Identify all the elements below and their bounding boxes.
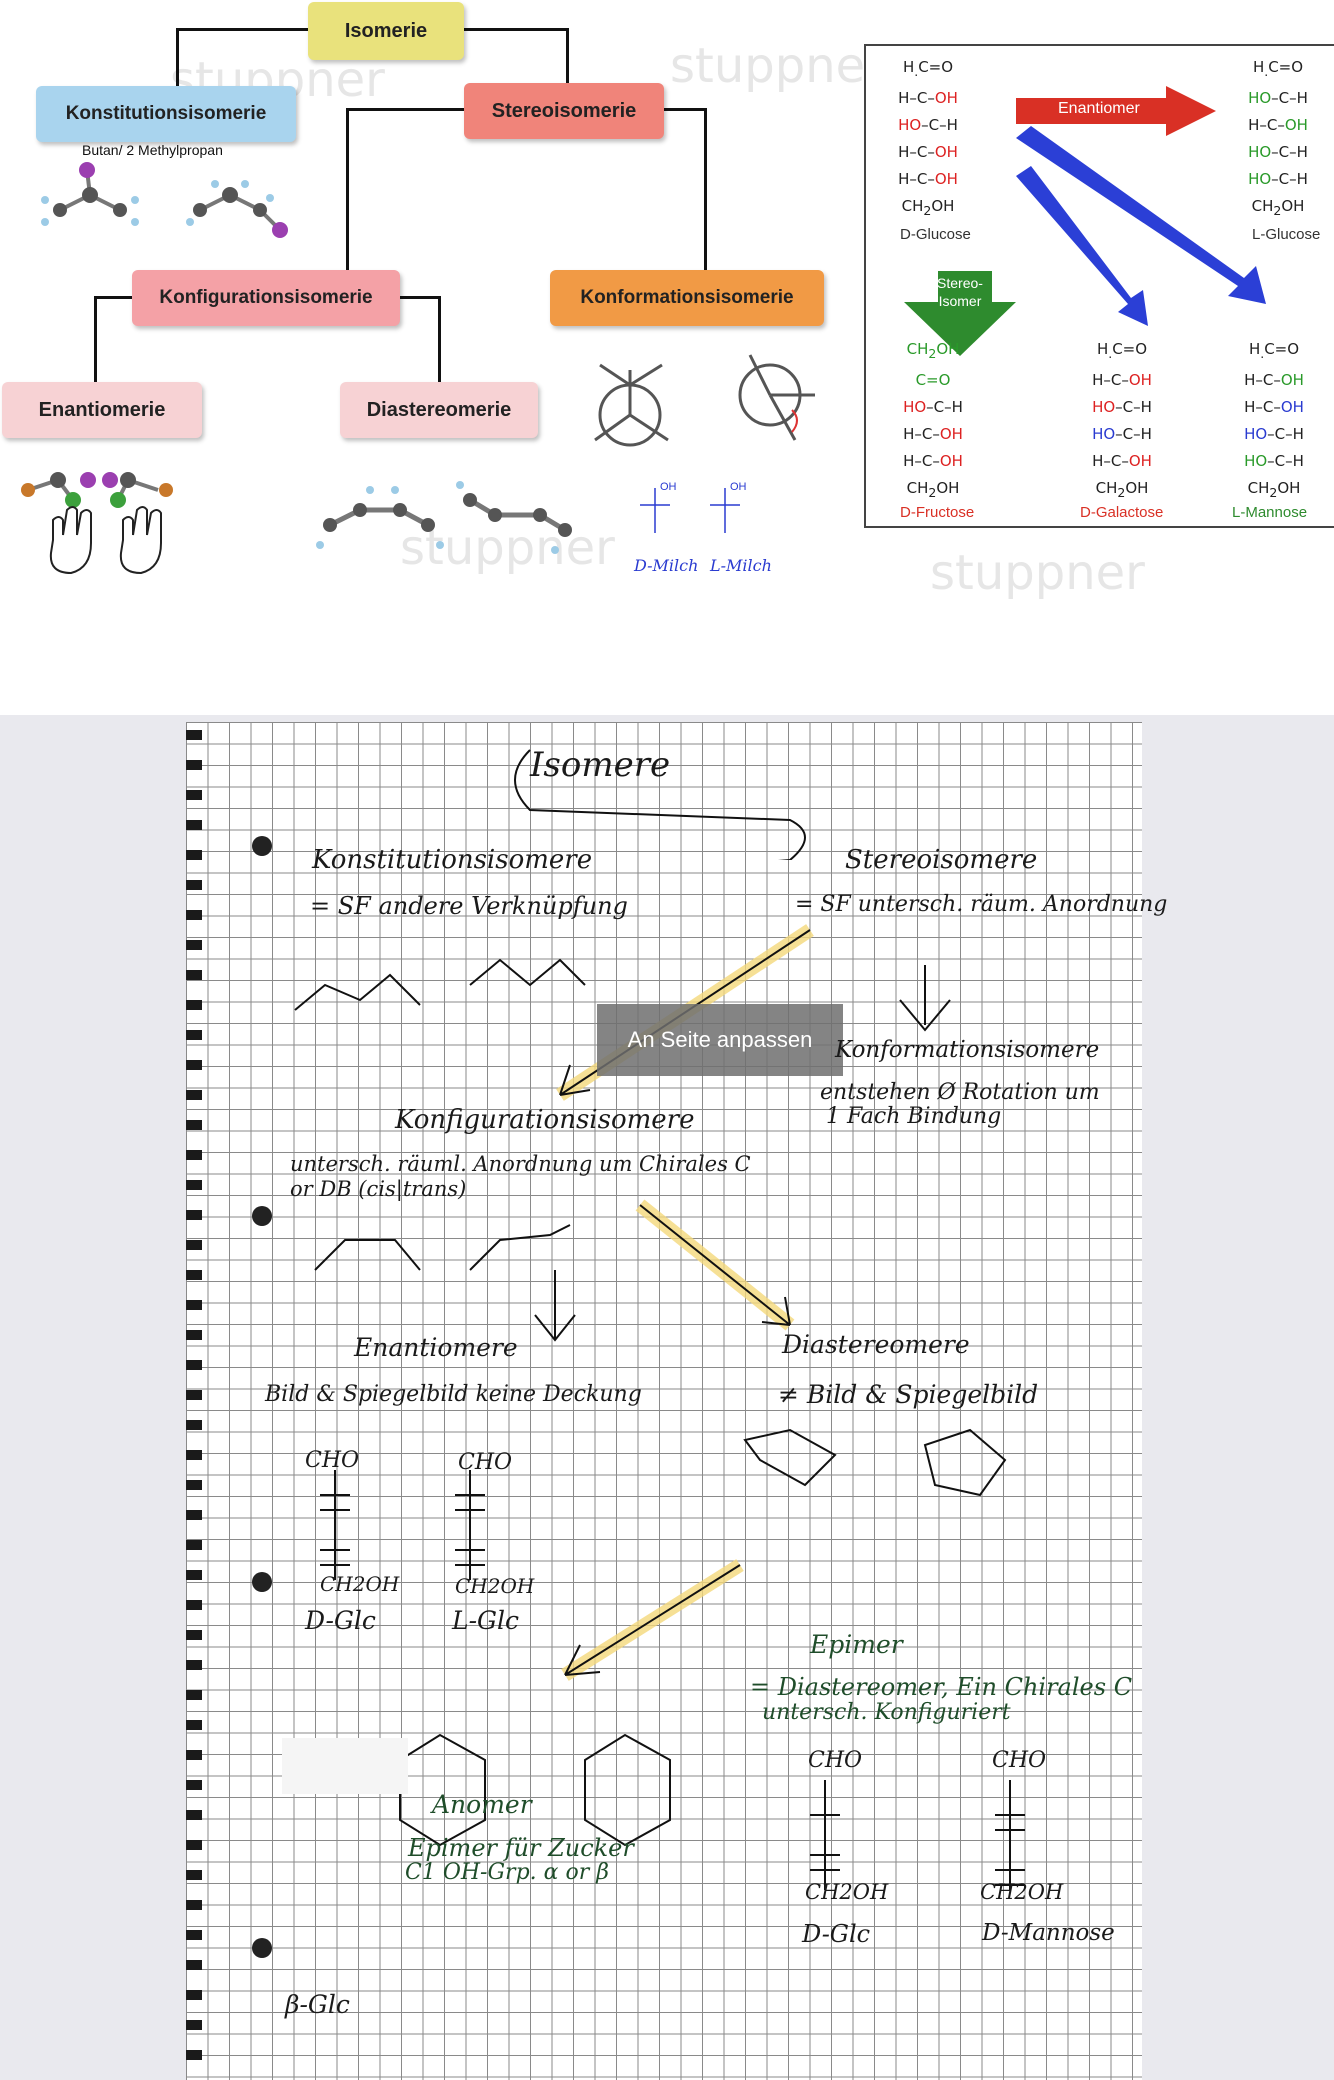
watermark: stuppner — [930, 545, 1145, 600]
enantiomere-title: Enantiomere — [354, 1333, 518, 1362]
enantiomer-molecules — [21, 472, 173, 575]
beta-glc-label: β-Glc — [285, 1990, 350, 2019]
d-fructose-label: D-Fructose — [900, 504, 975, 521]
punch-hole — [252, 1206, 272, 1226]
left-hand-icon — [49, 506, 92, 575]
arrows — [904, 86, 1266, 356]
node-stereoisomerie: Stereoisomerie — [464, 83, 664, 139]
newman-projections — [594, 354, 815, 447]
enantio-cho-1: CHO — [305, 1448, 360, 1473]
diastereomere-def: ≠ Bild & Spiegelbild — [778, 1380, 1039, 1409]
epimer-d-glc-label: D-Glc — [802, 1920, 871, 1948]
punch-hole — [252, 1572, 272, 1592]
konstitution-def: = SF andere Verknüpfung — [310, 892, 628, 920]
punch-hole — [252, 1938, 272, 1958]
notes-title: Isomere — [530, 745, 671, 785]
watermark: stuppner — [400, 520, 615, 576]
title-swoosh — [514, 749, 806, 860]
epimer-def-1: = Diastereomer, Ein Chirales C — [750, 1673, 1133, 1701]
milch-l-label: L-Milch — [710, 556, 772, 575]
konfiguration-def-1: untersch. räuml. Anordnung um Chirales C — [290, 1152, 751, 1176]
enantiomere-def: Bild & Spiegelbild keine Deckung — [265, 1382, 642, 1407]
epimer-ch2oh-2: CH2OH — [980, 1880, 1064, 1904]
d-galactose-label: D-Galactose — [1080, 504, 1164, 521]
isomerie-diagram: stuppner stuppner stuppner stuppner Isom… — [0, 0, 1334, 600]
l-mannose-label: L-Mannose — [1232, 504, 1308, 521]
epimer-ch2oh-1: CH2OH — [805, 1880, 889, 1904]
stereo-title: Stereoisomere — [845, 845, 1038, 875]
d-glc-label: D-Glc — [305, 1606, 376, 1635]
konfiguration-def-2: or DB (cis|trans) — [290, 1177, 467, 1201]
svg-text:OH: OH — [660, 481, 677, 493]
milch-d-label: D-Milch — [634, 556, 699, 575]
right-hand-icon — [119, 506, 162, 575]
notes-drawings — [294, 924, 1025, 1890]
diastereomere-title: Diastereomere — [782, 1330, 970, 1359]
konstitution-title: Konstitutionsisomere — [312, 845, 593, 875]
d-glucose-label: D-Glucose — [900, 226, 971, 243]
epimer-cho-1: CHO — [808, 1748, 863, 1773]
stereo-def: = SF untersch. räum. Anordnung — [795, 892, 1168, 917]
konformation-def-2: 1 Fach Bindung — [826, 1104, 1002, 1129]
lactic-acid-structures: OH OH — [640, 481, 747, 533]
epimer-def-2: untersch. Konfiguriert — [762, 1700, 1011, 1725]
node-isomerie: Isomerie — [308, 2, 464, 60]
epimer-cho-2: CHO — [992, 1748, 1047, 1773]
kein-stereo-label: kein Stereo-Isomer — [937, 257, 983, 309]
anomer-def-2: C1 OH-Grp. α or β — [405, 1860, 609, 1885]
anomer-title: Anomer — [432, 1790, 532, 1819]
konfiguration-title: Konfigurationsisomere — [395, 1105, 695, 1135]
notebook-page[interactable] — [186, 722, 1142, 2080]
spiral-binding — [186, 730, 206, 2080]
epimer-title: Epimer — [810, 1630, 903, 1659]
l-glucose-label: L-Glucose — [1252, 226, 1321, 243]
node-enantiomerie: Enantiomerie — [2, 382, 202, 438]
svg-text:OH: OH — [730, 481, 747, 493]
konformation-title: Konformationsisomere — [835, 1037, 1100, 1063]
konstitution-caption: Butan/ 2 Methylpropan — [82, 142, 223, 158]
whiteout-patch — [282, 1738, 408, 1794]
anomer-def-1: Epimer für Zucker — [408, 1834, 634, 1862]
enantio-cho-2: CHO — [458, 1450, 513, 1475]
enantio-ch2oh-1: CH2OH — [320, 1572, 400, 1596]
node-konfigurationsisomerie: Konfigurationsisomerie — [132, 270, 400, 326]
cis-trans-molecules — [316, 481, 572, 554]
node-diastereomerie: Diastereomerie — [340, 382, 538, 438]
enantio-ch2oh-2: CH2OH — [455, 1574, 535, 1598]
node-konstitutionsisomerie: Konstitutionsisomerie — [36, 86, 296, 142]
enantiomer-arrow-label: Enantiomer — [1058, 100, 1140, 117]
fit-to-page-button[interactable]: An Seite anpassen — [597, 1004, 843, 1076]
node-konformationsisomerie: Konformationsisomerie — [550, 270, 824, 326]
l-glc-label: L-Glc — [452, 1606, 520, 1635]
watermark: stuppner — [670, 38, 885, 94]
epimer-d-mannose-label: D-Mannose — [982, 1920, 1115, 1946]
punch-hole — [252, 836, 272, 856]
butane-molecules — [41, 162, 288, 238]
konformation-def-1: entstehen Ø Rotation um — [820, 1080, 1100, 1105]
